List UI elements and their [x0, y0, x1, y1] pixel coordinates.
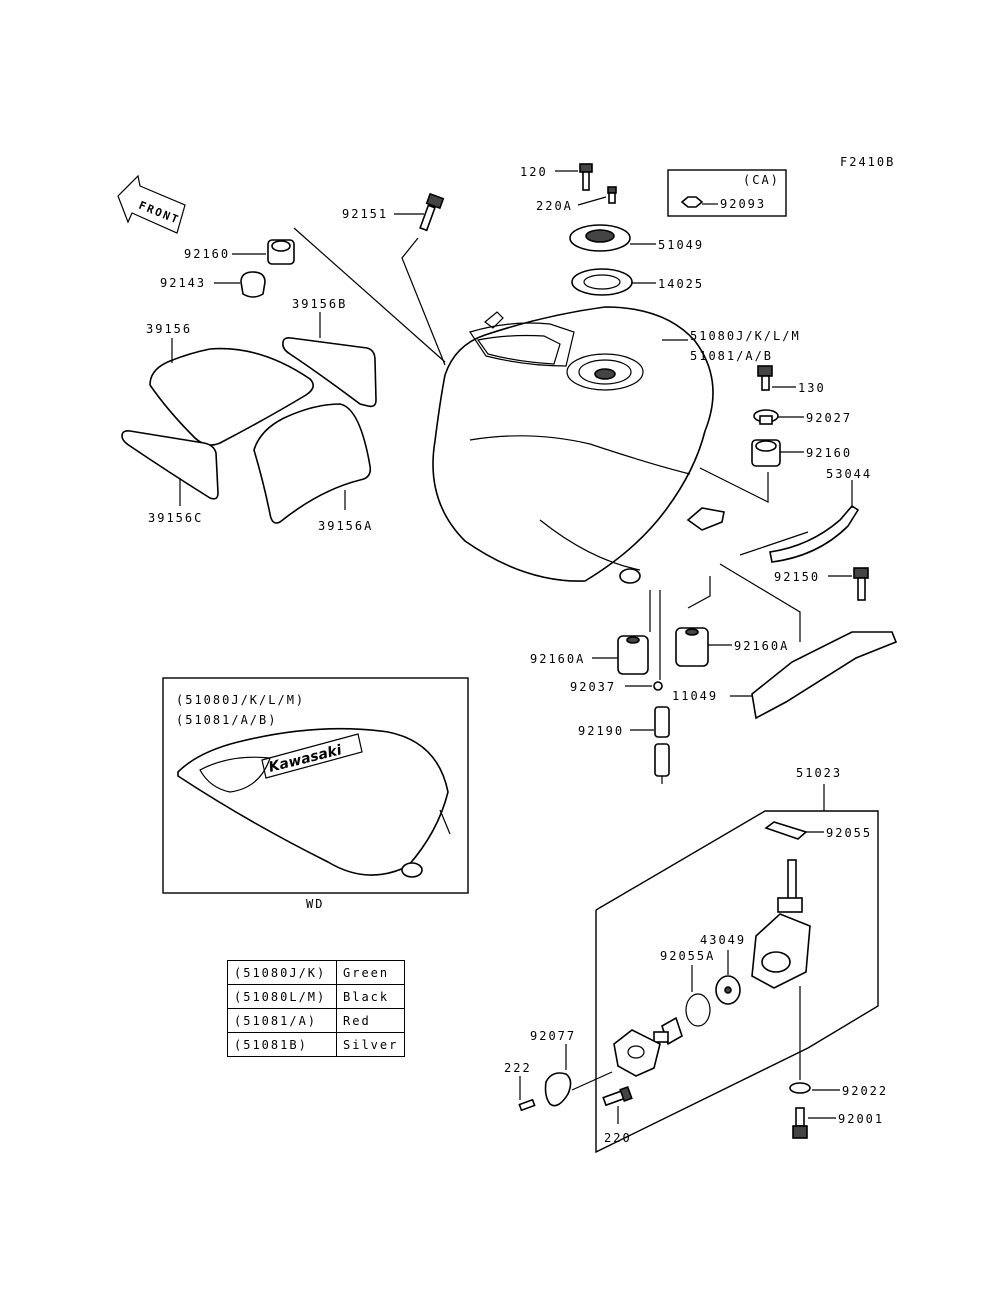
label-220A: 220A — [536, 199, 573, 213]
decal-39156B — [282, 337, 377, 408]
label-92055A: 92055A — [660, 949, 715, 963]
label-11049: 11049 — [672, 689, 718, 703]
nut-icon — [680, 196, 704, 208]
table-row: (51081B) Silver — [227, 1032, 406, 1057]
svg-text:92093: 92093 — [720, 197, 766, 211]
grommet-92160-top-icon — [232, 227, 446, 363]
label-92037: 92037 — [570, 680, 616, 694]
table-cell-code: (51080J/K) — [227, 960, 337, 985]
label-92160-top: 92160 — [184, 247, 230, 261]
inset-caption-wd: WD — [306, 897, 324, 911]
screw-222-icon — [518, 1076, 536, 1112]
bolt-92150-icon — [739, 531, 869, 601]
clip-92037-icon — [625, 590, 663, 691]
region-box-ca: (CA) 92093 — [667, 169, 787, 217]
bolt-92151-icon — [394, 192, 446, 366]
fuel-cap-icon — [569, 224, 656, 252]
label-92143: 92143 — [160, 276, 206, 290]
label-51049: 51049 — [658, 238, 704, 252]
lever-knob-icon — [653, 1016, 683, 1046]
grommet-92160-right-icon — [699, 439, 804, 503]
o-ring-92055A-icon — [685, 965, 711, 1027]
table-cell-color: Green — [335, 960, 406, 985]
label-43049: 43049 — [700, 933, 746, 947]
damper-92160A-left-icon — [592, 590, 651, 675]
table-cell-code: (51081/A) — [227, 1008, 337, 1033]
table-cell-color: Red — [335, 1008, 406, 1033]
table-row: (51080J/K) Green — [227, 960, 406, 985]
table-cell-color: Silver — [335, 1032, 406, 1057]
bolt-130-icon — [757, 365, 796, 391]
label-39156A: 39156A — [318, 519, 373, 533]
collar-92027-icon — [753, 409, 804, 425]
label-92160A-right: 92160A — [734, 639, 789, 653]
svg-text:(51081/A/B): (51081/A/B) — [176, 713, 277, 727]
label-14025: 14025 — [658, 277, 704, 291]
label-220: 220 — [604, 1131, 632, 1145]
label-39156: 39156 — [146, 322, 192, 336]
label-130: 130 — [798, 381, 826, 395]
table-cell-code: (51081B) — [227, 1032, 337, 1057]
label-92190: 92190 — [578, 724, 624, 738]
front-arrow-icon: FRONT — [117, 174, 186, 234]
decal-39156 — [149, 347, 314, 446]
label-39156C: 39156C — [148, 511, 203, 525]
label-53044: 53044 — [826, 467, 872, 481]
fuel-cock-body-icon — [751, 859, 811, 1080]
label-92022: 92022 — [842, 1084, 888, 1098]
bolt-92001-icon — [792, 1107, 836, 1139]
label-92160A-left: 92160A — [530, 652, 585, 666]
damper-92143-icon — [214, 271, 266, 298]
fuel-cock-group-box — [595, 784, 879, 1154]
label-120: 120 — [520, 165, 548, 179]
hose-92190-icon — [630, 706, 670, 784]
label-222: 222 — [504, 1061, 532, 1075]
table-row: (51081/A) Red — [227, 1008, 406, 1033]
label-51080: 51080J/K/L/M — [690, 329, 801, 343]
cap-bolts — [555, 163, 617, 206]
svg-text:FRONT: FRONT — [137, 199, 182, 227]
fuel-tank — [432, 306, 725, 584]
table-cell-code: (51080L/M) — [227, 984, 337, 1009]
figure-code: F2410B — [840, 155, 895, 169]
plate-43049-icon — [715, 950, 741, 1005]
gasket-92055-icon — [764, 821, 824, 840]
label-92150: 92150 — [774, 570, 820, 584]
damper-92160A-right-icon — [675, 576, 732, 667]
table-row: (51080L/M) Black — [227, 984, 406, 1009]
decal-39156C — [121, 430, 219, 500]
label-51023: 51023 — [796, 766, 842, 780]
cap-gasket-icon — [571, 268, 656, 296]
svg-text:(51080J/K/L/M): (51080J/K/L/M) — [176, 693, 305, 707]
label-92151: 92151 — [342, 207, 388, 221]
label-39156B: 39156B — [292, 297, 347, 311]
lever-92077-icon — [544, 1044, 613, 1107]
screw-220-icon — [602, 1085, 633, 1124]
label-92160-right: 92160 — [806, 446, 852, 460]
lever-plate-icon — [613, 1029, 661, 1077]
table-cell-color: Black — [335, 984, 406, 1009]
inset-box: (51080J/K/L/M) (51081/A/B) Kawasaki — [162, 677, 469, 894]
strap-53044-icon — [769, 480, 860, 563]
label-92077: 92077 — [530, 1029, 576, 1043]
washer-92022-icon — [789, 1082, 840, 1094]
bracket-11049-icon — [719, 563, 898, 720]
color-table: (51080J/K) Green (51080L/M) Black (51081… — [227, 960, 406, 1057]
svg-text:(CA): (CA) — [743, 173, 780, 187]
label-92055: 92055 — [826, 826, 872, 840]
label-92027: 92027 — [806, 411, 852, 425]
label-92001: 92001 — [838, 1112, 884, 1126]
label-51081: 51081/A/B — [690, 349, 773, 363]
decal-39156A — [253, 403, 372, 524]
